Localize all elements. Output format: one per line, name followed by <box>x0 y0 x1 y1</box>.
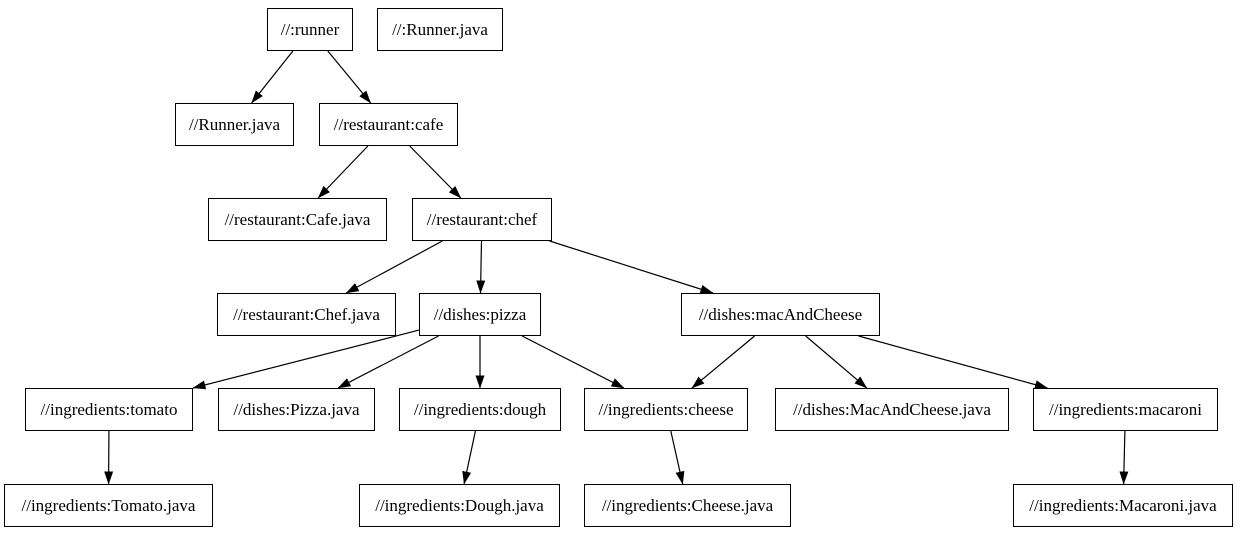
graph-node-tomato-java: //ingredients:Tomato.java <box>4 484 213 527</box>
graph-node-cheese: //ingredients:cheese <box>584 388 748 431</box>
graph-node-label: //restaurant:chef <box>426 210 538 229</box>
graph-node-label: //ingredients:Macaroni.java <box>1029 496 1217 515</box>
graph-node-label: //ingredients:Cheese.java <box>601 496 774 515</box>
graph-edge-chef-to-chef-java <box>345 240 443 294</box>
graph-node-macaroni-java: //ingredients:Macaroni.java <box>1013 484 1233 527</box>
graph-node-label: //ingredients:tomato <box>40 400 178 419</box>
graph-node-label: //dishes:Pizza.java <box>233 400 360 419</box>
graph-node-label: //restaurant:Cafe.java <box>224 210 371 229</box>
graph-edge-mac-and-cheese-to-cheese <box>691 335 755 389</box>
graph-edge-mac-and-cheese-to-mac-and-cheese-java <box>805 335 868 389</box>
graph-edge-runner-to-runner-java <box>251 50 294 104</box>
graph-edge-dough-to-dough-java <box>462 430 476 485</box>
graph-node-label: //restaurant:cafe <box>333 115 444 134</box>
graph-edge-mac-and-cheese-to-macaroni <box>858 335 1048 390</box>
graph-node-cafe: //restaurant:cafe <box>319 103 458 146</box>
graph-node-runner: //:runner <box>267 8 353 51</box>
graph-node-label: //:runner <box>280 20 340 39</box>
graph-node-label: //dishes:macAndCheese <box>698 305 863 324</box>
graph-node-label: //dishes:pizza <box>433 305 527 324</box>
graph-edge-chef-to-pizza <box>476 240 486 294</box>
graph-node-mac-and-cheese-java: //dishes:MacAndCheese.java <box>775 388 1009 431</box>
graph-node-label: //:Runner.java <box>392 20 488 39</box>
graph-node-chef-java: //restaurant:Chef.java <box>217 293 396 336</box>
graph-edge-cafe-to-cafe-java <box>317 145 369 199</box>
graph-node-label: //Runner.java <box>188 115 281 134</box>
graph-node-label: //restaurant:Chef.java <box>233 305 380 324</box>
graph-node-cheese-java: //ingredients:Cheese.java <box>584 484 791 527</box>
graph-node-tomato: //ingredients:tomato <box>25 388 193 431</box>
graph-node-runner-java: //Runner.java <box>175 103 294 146</box>
graph-node-pizza: //dishes:pizza <box>419 293 541 336</box>
graph-edge-chef-to-mac-and-cheese <box>549 240 714 294</box>
graph-node-label: //ingredients:Tomato.java <box>21 496 196 515</box>
graph-node-label: //ingredients:macaroni <box>1049 400 1202 419</box>
graph-edge-cafe-to-chef <box>409 145 462 199</box>
graph-edge-macaroni-to-macaroni-java <box>1119 430 1129 485</box>
graph-node-dough-java: //ingredients:Dough.java <box>359 484 560 527</box>
graph-node-chef: //restaurant:chef <box>412 198 552 241</box>
graph-node-mac-and-cheese: //dishes:macAndCheese <box>681 293 880 336</box>
graph-node-label: //ingredients:cheese <box>598 400 734 419</box>
graph-node-pizza-java: //dishes:Pizza.java <box>218 388 375 431</box>
graph-node-dough: //ingredients:dough <box>399 388 561 431</box>
graph-node-macaroni: //ingredients:macaroni <box>1033 388 1218 431</box>
graph-node-runner-java-file: //:Runner.java <box>377 8 503 51</box>
graph-edge-pizza-to-tomato <box>192 329 420 390</box>
graph-node-label: //dishes:MacAndCheese.java <box>793 400 991 419</box>
graph-node-label: //ingredients:dough <box>413 400 547 419</box>
graph-edges <box>104 50 1129 485</box>
graph-edge-runner-to-cafe <box>327 50 372 104</box>
graph-node-cafe-java: //restaurant:Cafe.java <box>208 198 387 241</box>
graph-edge-cheese-to-cheese-java <box>670 430 685 485</box>
graph-edge-pizza-to-cheese <box>521 335 625 389</box>
graph-node-label: //ingredients:Dough.java <box>375 496 544 515</box>
graph-edge-pizza-to-pizza-java <box>337 335 439 389</box>
